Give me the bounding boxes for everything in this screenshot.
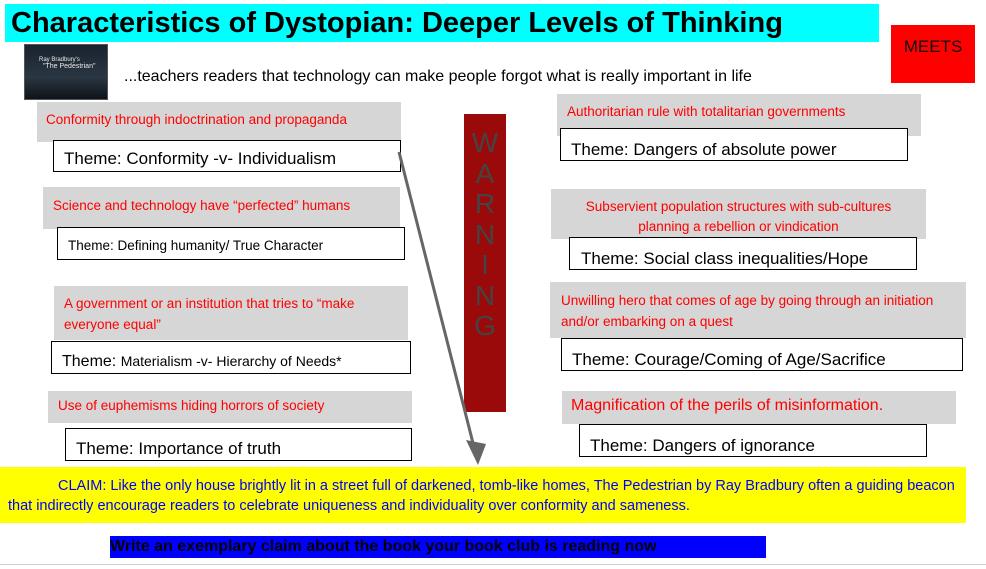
- story-thumbnail-image: Ray Bradbury's "The Pedestrian": [24, 44, 108, 100]
- characteristic-panel-misinformation: Magnification of the perils of misinform…: [562, 391, 956, 424]
- theme-box-humanity: Theme: Defining humanity/ True Character: [57, 227, 405, 260]
- slide-title: Characteristics of Dystopian: Deeper Lev…: [5, 4, 879, 42]
- warning-letter: G: [474, 310, 496, 341]
- warning-letter: W: [471, 127, 499, 158]
- characteristic-text: Subservient population structures with s…: [585, 199, 892, 234]
- theme-prefix: Theme:: [62, 353, 121, 370]
- meets-badge: MEETS: [891, 25, 975, 83]
- characteristic-text: Magnification of the perils of misinform…: [571, 397, 884, 414]
- theme-box-social-class: Theme: Social class inequalities/Hope: [569, 237, 917, 270]
- characteristic-panel-conformity: Conformity through indoctrination and pr…: [37, 102, 401, 142]
- characteristic-panel-euphemisms: Use of euphemisms hiding horrors of soci…: [48, 391, 412, 423]
- thumbnail-caption-title: "The Pedestrian": [43, 63, 96, 70]
- characteristic-text: Conformity through indoctrination and pr…: [46, 112, 347, 127]
- theme-box-power: Theme: Dangers of absolute power: [560, 128, 908, 161]
- characteristic-panel-hero: Unwilling hero that comes of age by goin…: [550, 282, 966, 338]
- characteristic-text: Unwilling hero that comes of age by goin…: [561, 293, 934, 329]
- characteristic-text: Authoritarian rule with totalitarian gov…: [567, 104, 846, 119]
- warning-letter: N: [474, 279, 496, 311]
- slide-subtitle: ...teachers readers that technology can …: [124, 68, 752, 85]
- divider: [0, 564, 986, 565]
- theme-box-truth: Theme: Importance of truth: [65, 428, 412, 461]
- thumbnail-caption-author: Ray Bradbury's: [39, 57, 80, 63]
- characteristic-panel-equality: A government or an institution that trie…: [54, 286, 408, 340]
- characteristic-text: Use of euphemisms hiding horrors of soci…: [58, 398, 325, 413]
- warning-letter: N: [474, 218, 496, 250]
- theme-box-materialism: Theme: Materialism -v- Hierarchy of Need…: [51, 341, 411, 374]
- arrow-head: [466, 440, 486, 465]
- call-to-action-banner: Write an exemplary claim about the book …: [110, 536, 766, 558]
- warning-banner: W A R N I N G: [464, 114, 506, 412]
- warning-letter: I: [481, 249, 489, 280]
- theme-text: Materialism -v- Hierarchy of Needs*: [120, 353, 342, 369]
- characteristic-text: Science and technology have “perfected” …: [53, 198, 351, 213]
- claim-text: CLAIM: Like the only house brightly lit …: [8, 478, 955, 514]
- theme-box-conformity: Theme: Conformity -v- Individualism: [53, 140, 401, 172]
- claim-box: CLAIM: Like the only house brightly lit …: [0, 467, 966, 523]
- characteristic-panel-science: Science and technology have “perfected” …: [43, 187, 400, 229]
- characteristic-panel-subservient: Subservient population structures with s…: [551, 189, 926, 239]
- warning-letter: R: [474, 188, 496, 219]
- warning-letter: A: [475, 157, 495, 189]
- theme-box-ignorance: Theme: Dangers of ignorance: [579, 424, 927, 457]
- theme-box-courage: Theme: Courage/Coming of Age/Sacrifice: [561, 338, 963, 371]
- characteristic-text: A government or an institution that trie…: [64, 296, 355, 332]
